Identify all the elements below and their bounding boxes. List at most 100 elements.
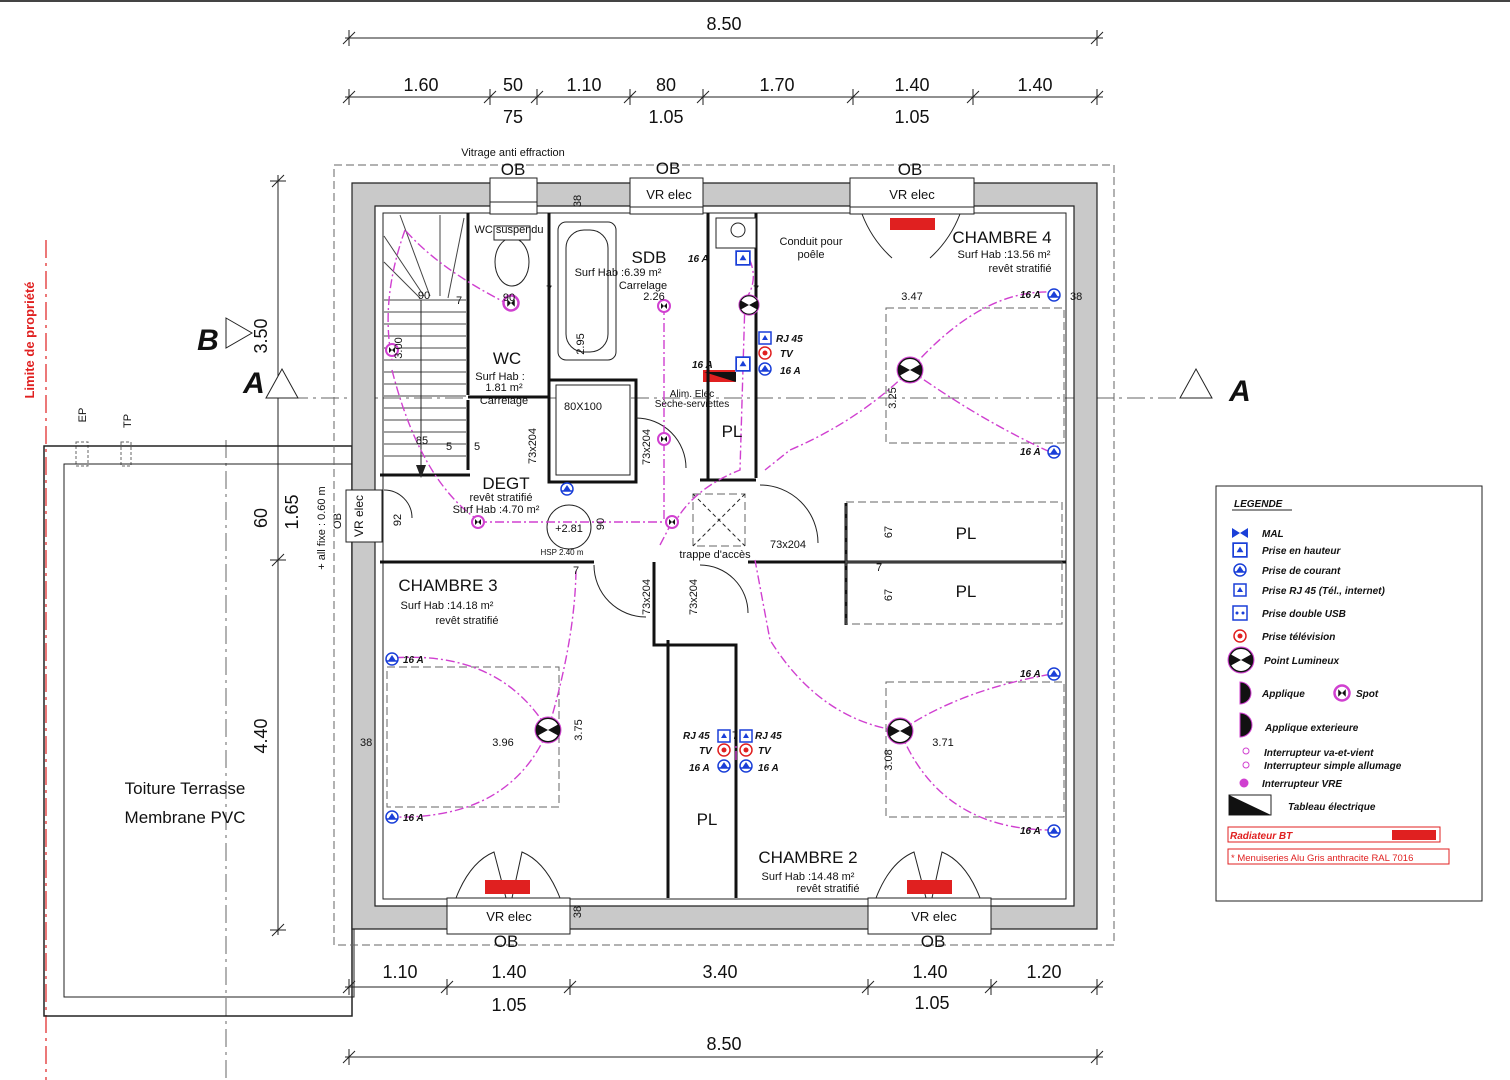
legend-applique-ext: Applique exterieure	[1264, 723, 1359, 734]
wc-floor: Carrelage	[480, 395, 528, 407]
left-dim-165: 1.65	[282, 494, 302, 529]
idim-375: 3.75	[573, 719, 585, 740]
degt-floor: revêt stratifié	[470, 492, 533, 504]
idim-wc-90: 90	[503, 292, 515, 304]
chambre4-title: CHAMBRE 4	[952, 228, 1051, 247]
tv-ch2	[739, 743, 753, 757]
bottom-dim-2: 1.40	[491, 962, 526, 982]
label-16a-2: 16 A	[1020, 447, 1041, 458]
section-markers	[225, 317, 1213, 399]
bottom-dimension-lines	[342, 979, 1104, 1065]
chambre3-area: Surf Hab :14.18 m²	[401, 600, 494, 612]
label-16a-8: 16 A	[688, 254, 709, 265]
top-dimension-lines	[342, 30, 1104, 105]
idim-67b: 67	[883, 589, 895, 601]
label-tv-2: TV	[699, 746, 713, 757]
light-chambre2	[886, 717, 914, 745]
idim-92: 92	[392, 514, 404, 526]
bottom-dim-1: 1.10	[382, 962, 417, 982]
label-rj45-1: RJ 45	[776, 334, 803, 345]
idim-7b: 7	[876, 562, 882, 574]
vr-elec-top-1: VR elec	[646, 187, 692, 202]
wc-area: 1.81 m²	[485, 382, 523, 394]
chambre2-area: Surf Hab :14.48 m²	[762, 871, 855, 883]
ob-top-3: OB	[898, 160, 923, 179]
trappe-label: trappe d'accès	[679, 549, 751, 561]
outlet-ch4-1	[1047, 288, 1061, 302]
top-dim-7: 1.40	[1017, 75, 1052, 95]
label-16a-5: 16 A	[403, 655, 424, 666]
label-16a-7: 16 A	[780, 366, 801, 377]
electrical-wiring	[387, 229, 1053, 831]
door-size-ch2: 73x204	[688, 579, 700, 615]
pl-1: PL	[722, 422, 743, 441]
ob-bottom-1: OB	[494, 932, 519, 951]
legend-title: LEGENDE	[1234, 499, 1283, 510]
label-16a-6: 16 A	[403, 813, 424, 824]
idim-38-bottom: 38	[572, 906, 584, 918]
bottom-sub-dim-1: 1.05	[491, 995, 526, 1015]
label-rj45-3: RJ 45	[755, 731, 782, 742]
door-size-sdb: 73x204	[641, 429, 653, 465]
label-16a-4: 16 A	[1020, 826, 1041, 837]
overall-width-bottom: 8.50	[706, 1034, 741, 1054]
section-b: B	[197, 324, 219, 357]
left-dimension-lines	[225, 174, 286, 1080]
top-dim-2: 50	[503, 75, 523, 95]
ob-bottom-2: OB	[921, 932, 946, 951]
left-dim-60: 60	[251, 508, 271, 528]
outlet-ch2-1	[1047, 667, 1061, 681]
chambre2-floor: revêt stratifié	[797, 883, 860, 895]
ob-top-2: OB	[656, 159, 681, 178]
tp-label: TP	[122, 414, 134, 428]
door-size-ch4: 73x204	[770, 539, 806, 551]
top-dim-1: 1.60	[403, 75, 438, 95]
terrace-title: Toiture Terrasse	[125, 779, 246, 798]
label-16a-10: 16 A	[689, 763, 710, 774]
overall-width-top: 8.50	[706, 14, 741, 34]
ep-label: EP	[77, 408, 89, 423]
door-size-wc: 73x204	[527, 428, 539, 464]
idim-7a: 7	[573, 565, 579, 577]
chambre3-floor: revêt stratifié	[436, 615, 499, 627]
idim-stair-85: 85	[416, 435, 428, 447]
idim-396: 3.96	[492, 737, 513, 749]
label-rj45-2: RJ 45	[683, 731, 710, 742]
sdb-title: SDB	[632, 248, 667, 267]
idim-stair-90: 90	[418, 290, 430, 302]
interior-walls	[380, 213, 1066, 898]
wc-title: WC	[493, 349, 521, 368]
chambre3-title: CHAMBRE 3	[398, 576, 497, 595]
property-limit-label: Limite de propriété	[22, 281, 37, 398]
sdb-area: Surf Hab :6.39 m²	[575, 267, 662, 279]
idim-wc-7: 7	[546, 284, 552, 296]
chambre4-floor: revêt stratifié	[989, 263, 1052, 275]
legend-usb: Prise double USB	[1262, 609, 1346, 620]
label-tv-1: TV	[780, 349, 794, 360]
legend-tableau: Tableau électrique	[1288, 802, 1376, 813]
rj45-ch3	[717, 729, 731, 743]
idim-sdb-226: 2.26	[643, 291, 664, 303]
idim-7c: 7	[732, 730, 738, 742]
legend-menuiseries: * Menuiseries Alu Gris anthracite RAL 70…	[1231, 853, 1413, 864]
legend-box	[1215, 485, 1483, 902]
chambre2-title: CHAMBRE 2	[758, 848, 857, 867]
label-16a-3: 16 A	[1020, 669, 1041, 680]
outlet-ch2-3	[739, 759, 753, 773]
spot-sdb-2	[657, 432, 671, 446]
idim-bath-295: 2.95	[575, 333, 587, 354]
outlet-ch2-2	[1047, 824, 1061, 838]
top-sub-dim-3: 1.05	[894, 107, 929, 127]
legend-simple-allumage: Interrupteur simple allumage	[1264, 761, 1402, 772]
outlet-high-sdb-2	[735, 356, 751, 372]
top-dim-3: 1.10	[566, 75, 601, 95]
legend-vre: Interrupteur VRE	[1262, 779, 1342, 790]
vr-elec-bottom-2: VR elec	[911, 909, 957, 924]
idim-stair-5a: 5	[446, 441, 452, 453]
section-a-left: A	[242, 367, 265, 400]
door-size-ch3: 73x204	[641, 579, 653, 615]
top-dim-6: 1.40	[894, 75, 929, 95]
label-16a-9: 16 A	[692, 360, 713, 371]
label-16a-1: 16 A	[1020, 290, 1041, 301]
